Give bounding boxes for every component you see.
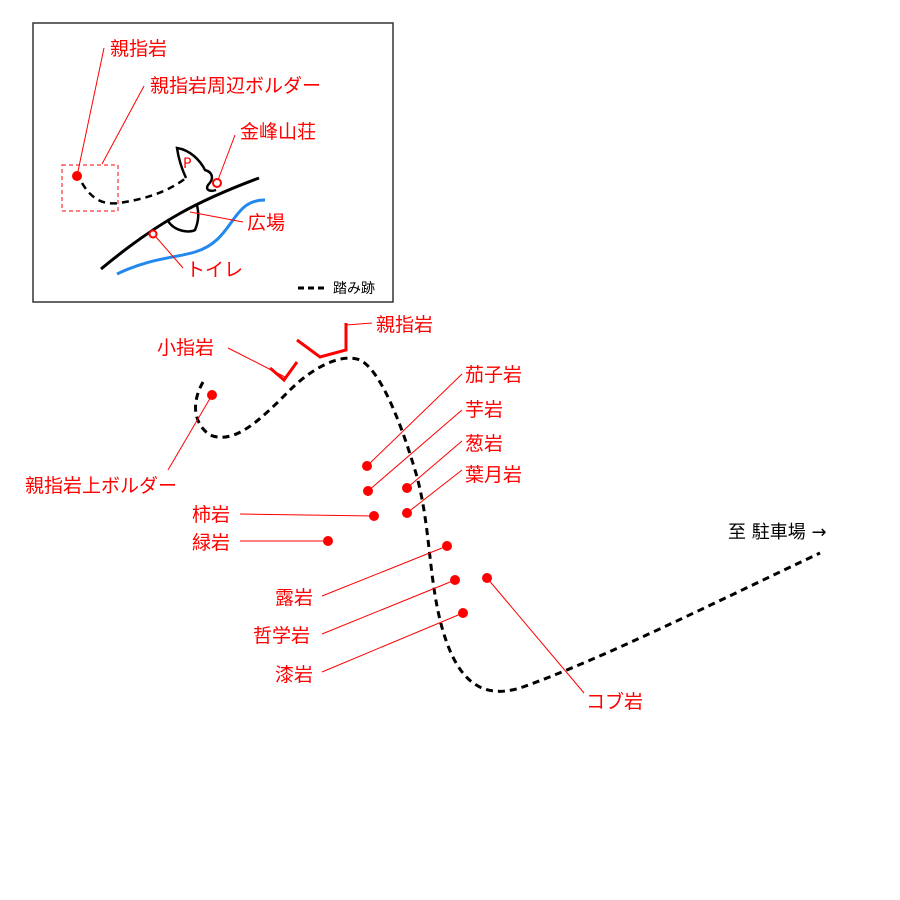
legend-trail-label: 踏み跡 [333,281,375,297]
leader-line [227,347,286,378]
leader-line [486,577,585,694]
label-kaki: 柿岩 [192,504,230,526]
leader-line [239,513,375,517]
inset-frame [32,22,394,303]
leader-line [321,545,448,597]
label-kinpu-sanso: 金峰山荘 [240,121,316,143]
parking-mark: P [183,156,191,172]
inset-trail [80,176,187,205]
label-kobu: コブ岩 [586,690,643,713]
leader-line [406,469,463,514]
toilet-marker [148,229,158,239]
label-hiroba: 広場 [247,212,285,234]
leader-line [366,373,463,467]
label-oyayubi: 親指岩 [376,314,433,336]
main-trail [194,356,821,693]
leader-line [406,440,463,489]
label-negi: 葱岩 [465,433,503,455]
leader-line [101,85,145,165]
label-hazuki: 葉月岩 [465,464,522,486]
label-oyayubi-ue: 親指岩上ボルダー [25,475,177,497]
label-tetsugaku: 哲学岩 [253,625,310,647]
label-urushi: 漆岩 [275,664,313,686]
leader-line [367,409,463,492]
leader-line [345,322,373,326]
leader-line [321,579,456,635]
leader-line [321,612,464,673]
label-koyubi: 小指岩 [157,337,214,359]
river [116,198,266,276]
leader-line [155,236,184,269]
leader-line [189,211,244,223]
legend: 踏み跡 [298,281,375,297]
parking-direction-label: 至 駐車場 → [728,522,827,543]
leader-line [167,394,213,471]
leader-line [217,134,236,181]
main-map: 小指岩 親指岩 親指岩上ボルダー 茄子岩 芋岩 葱岩 葉月岩 柿岩 緑岩 露岩 … [25,314,827,713]
label-toilet: トイレ [186,259,243,281]
label-oyayubi-surrounding: 親指岩周辺ボルダー [150,75,321,97]
label-midori: 緑岩 [192,532,230,554]
inset-map: P 親指岩 親指岩周辺ボルダー 金峰山荘 広場 トイレ 踏み跡 [32,22,394,303]
leader-line [76,47,105,177]
road [100,176,260,271]
label-tsuyu: 露岩 [275,587,313,609]
oyayubi-area-box [61,164,119,212]
kinpu-sanso-marker [212,178,222,188]
label-nasu: 茄子岩 [465,364,522,386]
label-imo: 芋岩 [465,399,503,421]
plaza-outline [166,204,200,233]
parking-outline [175,146,217,193]
label-oyayubi-iwa: 親指岩 [110,38,167,60]
oyayubi-rock-shape [296,323,348,359]
